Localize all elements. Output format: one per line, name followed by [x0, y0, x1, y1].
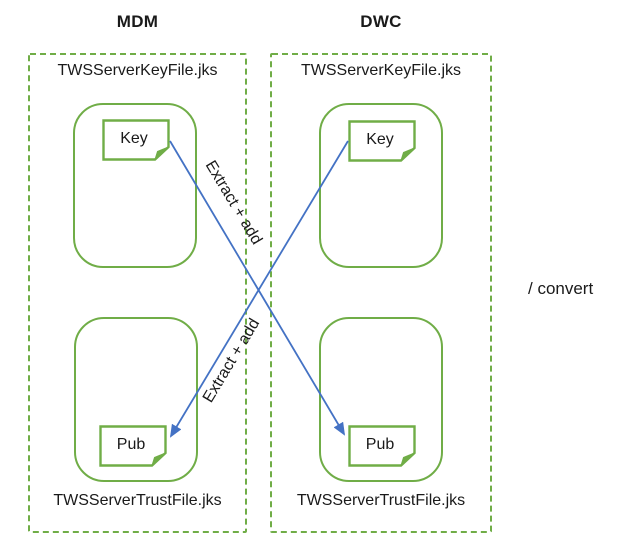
- mdm-key-document-icon: Key: [102, 119, 170, 161]
- mdm-column-title: MDM: [116, 12, 159, 31]
- dwc-truststore-file-label: TWSServerTrustFile.jks: [296, 492, 466, 509]
- dwc-key-doc-label: Key: [366, 131, 394, 148]
- mdm-pub-doc-label: Pub: [116, 436, 146, 453]
- dwc-column-title: DWC: [360, 12, 402, 31]
- dwc-key-document-icon: Key: [348, 120, 416, 162]
- convert-note: / convert: [528, 279, 594, 298]
- dwc-keystore-file-label: TWSServerKeyFile.jks: [300, 62, 462, 79]
- dwc-pub-doc-label: Pub: [365, 436, 395, 453]
- extract-add-label-bottom: Extract + add: [199, 315, 264, 406]
- mdm-pub-document-icon: Pub: [99, 425, 167, 467]
- extract-add-label-top: Extract + add: [201, 157, 266, 248]
- dwc-pub-document-icon: Pub: [348, 425, 416, 467]
- mdm-key-doc-label: Key: [120, 130, 148, 147]
- mdm-keystore-file-label: TWSServerKeyFile.jks: [57, 62, 218, 79]
- mdm-truststore-file-label: TWSServerTrustFile.jks: [53, 492, 222, 509]
